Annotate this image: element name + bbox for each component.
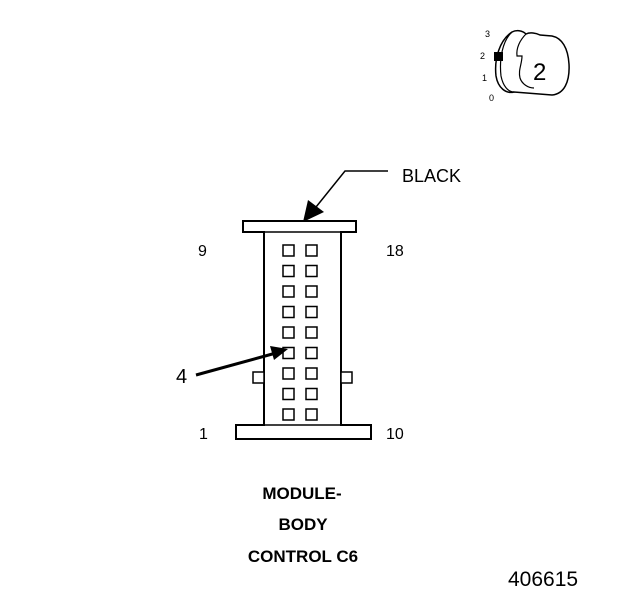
cavity-callout-line (195, 351, 277, 377)
pin-cavity (282, 387, 295, 401)
connector-title-line-3: CONTROL C6 (248, 547, 358, 566)
pin-cavity (282, 346, 295, 360)
cavity-callout: 4 (176, 346, 288, 388)
pin-cavity (282, 244, 295, 257)
pin-cavity (305, 305, 318, 319)
connector-title-line-1: MODULE- (262, 484, 341, 503)
pin-cavity (305, 408, 318, 421)
latch-tab-left (252, 371, 265, 384)
pin-cavity (305, 346, 318, 360)
pin-cavity (305, 387, 318, 401)
cavity-callout-arrowhead (270, 346, 288, 360)
figure-number: 406615 (508, 568, 578, 591)
switch-indicator-marker (494, 52, 503, 61)
pin-cavity (282, 408, 295, 421)
switch-barrel-shape (494, 29, 570, 96)
pin-cavity (305, 285, 318, 298)
pin-cavity (305, 264, 318, 278)
callout-leader-line (311, 170, 388, 213)
pin-cavity (282, 264, 295, 278)
cavity-callout-label: 4 (176, 366, 187, 388)
switch-position-2: 2 (480, 51, 485, 61)
latch-tab-right (340, 371, 353, 384)
pin-label-bottom-left: 1 (199, 426, 208, 443)
wire-color-callout: BLACK (303, 166, 461, 222)
pin-label-bottom-right: 10 (386, 426, 404, 443)
ignition-switch-icon: 3 2 1 0 2 (480, 29, 570, 103)
cavity-grid (282, 244, 318, 421)
switch-position-1: 1 (482, 73, 487, 83)
key-position-label: 2 (533, 59, 546, 86)
pin-cavity (305, 326, 318, 339)
wire-color-label: BLACK (402, 166, 461, 186)
connector-outline (235, 220, 372, 440)
callout-arrowhead (303, 200, 324, 222)
connector-body (235, 220, 372, 440)
switch-position-3: 3 (485, 29, 490, 39)
pin-label-top-left: 9 (198, 243, 207, 260)
pin-cavity (305, 367, 318, 380)
pin-cavity (282, 326, 295, 339)
pin-cavity (282, 285, 295, 298)
pin-cavity (282, 367, 295, 380)
pin-cavity (305, 244, 318, 257)
switch-position-0: 0 (489, 93, 494, 103)
pin-cavity (282, 305, 295, 319)
connector-title-line-2: BODY (278, 515, 328, 534)
pin-label-top-right: 18 (386, 243, 404, 260)
